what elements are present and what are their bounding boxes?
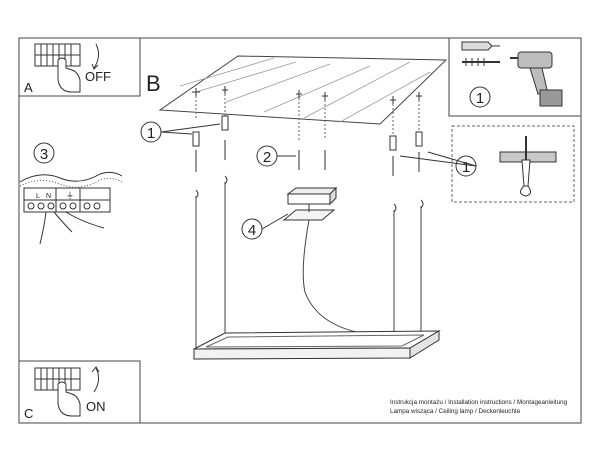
hand-icon <box>57 381 81 417</box>
panel-c: C ON <box>18 360 141 424</box>
off-label: OFF <box>85 69 111 84</box>
screws-row <box>195 140 420 176</box>
panel-a: A OFF <box>18 37 141 97</box>
footer-line-1: Instrukcja montażu / Installation instru… <box>390 399 568 406</box>
hand-icon <box>57 57 81 93</box>
callout-3-number: 3 <box>40 146 48 163</box>
wiring-step: 3 ⏚ L N <box>19 142 123 245</box>
hook-icon <box>520 185 532 197</box>
callout-circle <box>33 142 55 164</box>
callout-4-number: 4 <box>248 222 256 239</box>
power-cord <box>302 219 357 333</box>
l-terminal-label: L <box>36 193 40 200</box>
callout-circle <box>469 86 491 108</box>
supply-wires <box>39 211 105 245</box>
canopy <box>282 186 338 221</box>
callout-1-detail-number: 1 <box>462 159 470 176</box>
suspension-cables <box>195 175 424 352</box>
screw-terminals <box>27 202 101 210</box>
n-terminal-label: N <box>46 193 51 200</box>
anchor-detail-panel: 1 <box>399 125 575 203</box>
page-frame <box>18 37 582 424</box>
wall-plug-icon <box>461 41 500 51</box>
panel-b-letter: B <box>146 71 161 96</box>
ceiling-anchors <box>192 86 422 104</box>
panel-a-letter: A <box>24 80 33 95</box>
footer-line-2: Lampa wisząca / Ceiling lamp / Deckenleu… <box>390 408 521 415</box>
tools-panel: 1 <box>448 37 582 117</box>
wall-plugs-left <box>192 115 423 151</box>
callout-2-number: 2 <box>263 149 271 166</box>
ceiling-plane <box>158 55 448 125</box>
drill-icon <box>510 51 563 107</box>
panel-c-letter: C <box>24 406 33 421</box>
ceiling-cable-bundle <box>19 171 123 183</box>
footer: Instrukcja montażu / Installation instru… <box>390 399 568 415</box>
panel-b: B <box>140 55 448 360</box>
lamp-frame <box>193 330 441 360</box>
screw-icon <box>462 58 500 66</box>
callout-1-left-number: 1 <box>147 125 155 142</box>
earth-terminal-label: ⏚ <box>66 191 74 200</box>
rotate-arrow-icon <box>93 367 100 393</box>
rotate-arrow-icon <box>93 43 100 69</box>
callout-1-tools-number: 1 <box>476 90 484 107</box>
on-label: ON <box>86 399 106 414</box>
